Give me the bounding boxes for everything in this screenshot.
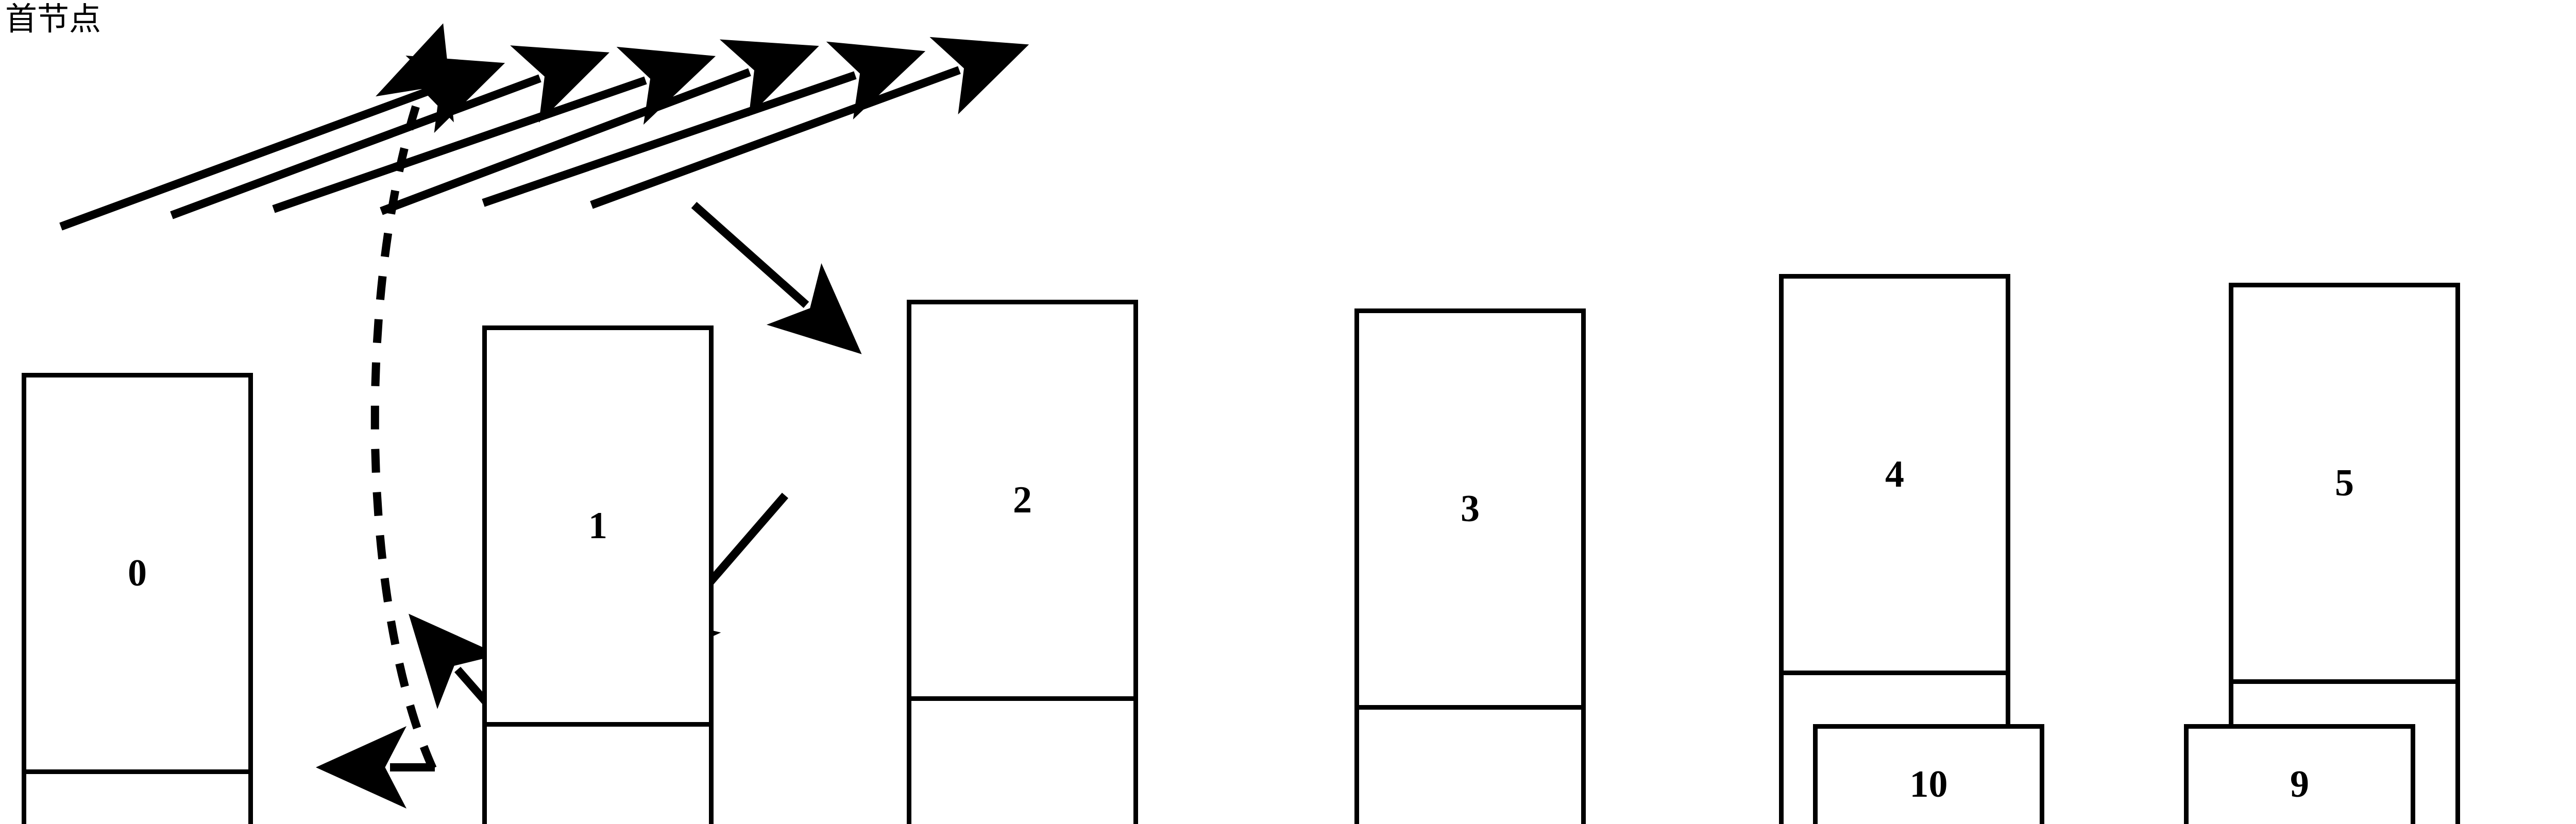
edge-n6-n7 (691, 202, 862, 354)
node-next-field: next (26, 774, 248, 824)
list-node-10[interactable]: 10 next (1813, 724, 2044, 824)
node-next-field: next (911, 700, 1133, 824)
node-value: 3 (1359, 313, 1581, 710)
edge-n10-n4-cycle (370, 23, 454, 770)
edge-n0-n1 (59, 56, 505, 231)
node-value: 1 (487, 330, 709, 727)
node-value: 4 (1784, 279, 2006, 675)
node-value: 9 (2189, 729, 2411, 824)
node-next-field: next (487, 726, 709, 824)
list-node-3[interactable]: 3 next (1354, 308, 1586, 824)
node-value: 2 (911, 304, 1133, 701)
list-node-1[interactable]: 1 next (482, 325, 714, 824)
list-node-9[interactable]: 9 next (2184, 724, 2415, 824)
list-node-0[interactable]: 0 next (22, 373, 253, 824)
list-node-4[interactable]: 4 next (1779, 274, 2010, 824)
node-value: 5 (2233, 287, 2455, 684)
node-value: 10 (1818, 729, 2040, 824)
edge-n3-n4 (380, 39, 819, 215)
edge-n5-n6 (590, 37, 1029, 209)
edge-n1-n2 (170, 45, 609, 219)
list-node-2[interactable]: 2 next (907, 300, 1138, 824)
node-next-field: next (1359, 709, 1581, 824)
edge-n4-n5 (482, 41, 926, 207)
head-node-label: 首节点 (5, 0, 101, 38)
edge-n2-n3 (272, 46, 716, 213)
node-value: 0 (26, 377, 248, 774)
